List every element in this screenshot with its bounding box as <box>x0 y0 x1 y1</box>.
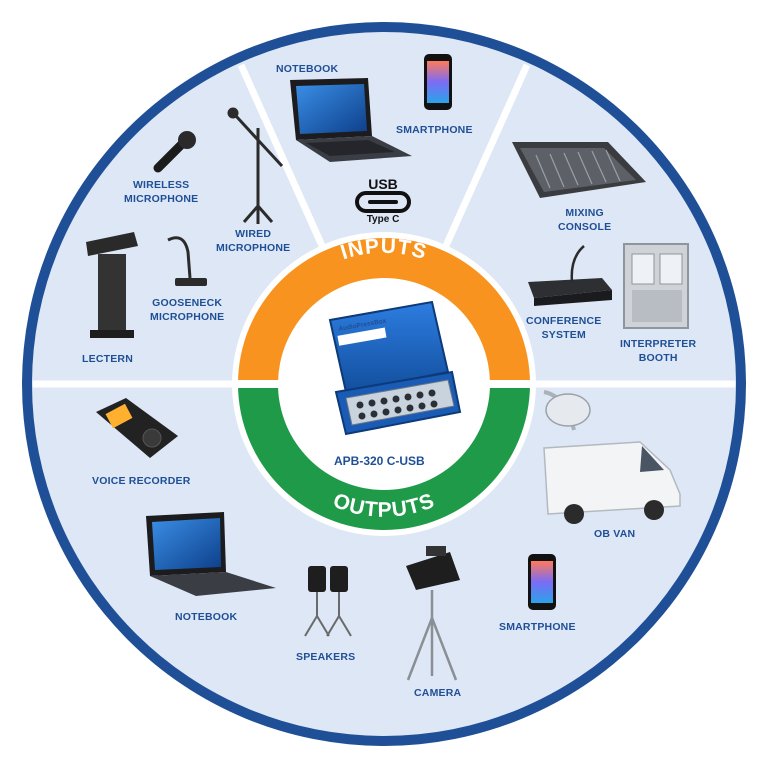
notebook-output-icon <box>146 512 276 596</box>
speakers-label: SPEAKERS <box>296 651 356 663</box>
smartphone-output-label: SMARTPHONE <box>499 621 576 633</box>
camera-icon <box>406 546 460 681</box>
inputs-ring <box>238 238 530 384</box>
smartphone-input-icon <box>424 54 452 110</box>
usb-type-c-icon <box>355 191 411 213</box>
lectern-icon <box>86 232 138 338</box>
gooseneck-microphone-icon <box>167 236 207 286</box>
voice-recorder-icon <box>96 398 178 458</box>
conference-system-icon <box>528 245 612 306</box>
ob-van-label: OB VAN <box>594 528 636 540</box>
smartphone-output-icon <box>528 554 556 610</box>
voice-recorder-label: VOICE RECORDER <box>92 475 191 487</box>
outputs-ring <box>238 384 530 530</box>
lectern-label: LECTERN <box>82 353 133 365</box>
usb-subtitle: Type C <box>366 214 400 225</box>
usb-label: USB Type C <box>352 176 414 226</box>
speakers-icon <box>304 566 352 637</box>
interpreter-booth-icon <box>623 243 689 329</box>
center-device-name: APB-320 C-USB <box>334 454 425 468</box>
camera-label: CAMERA <box>414 687 462 699</box>
notebook-output-label: NOTEBOOK <box>175 611 238 623</box>
notebook-input-icon <box>290 78 412 162</box>
wireless-microphone-icon <box>153 131 196 173</box>
apb-device-icon <box>328 300 462 436</box>
notebook-input-label: NOTEBOOK <box>276 63 339 75</box>
usb-title: USB <box>368 176 398 192</box>
mixing-console-icon <box>512 142 646 198</box>
smartphone-input-label: SMARTPHONE <box>396 124 473 136</box>
ob-van-icon <box>543 390 681 524</box>
wired-microphone-icon <box>227 107 284 224</box>
